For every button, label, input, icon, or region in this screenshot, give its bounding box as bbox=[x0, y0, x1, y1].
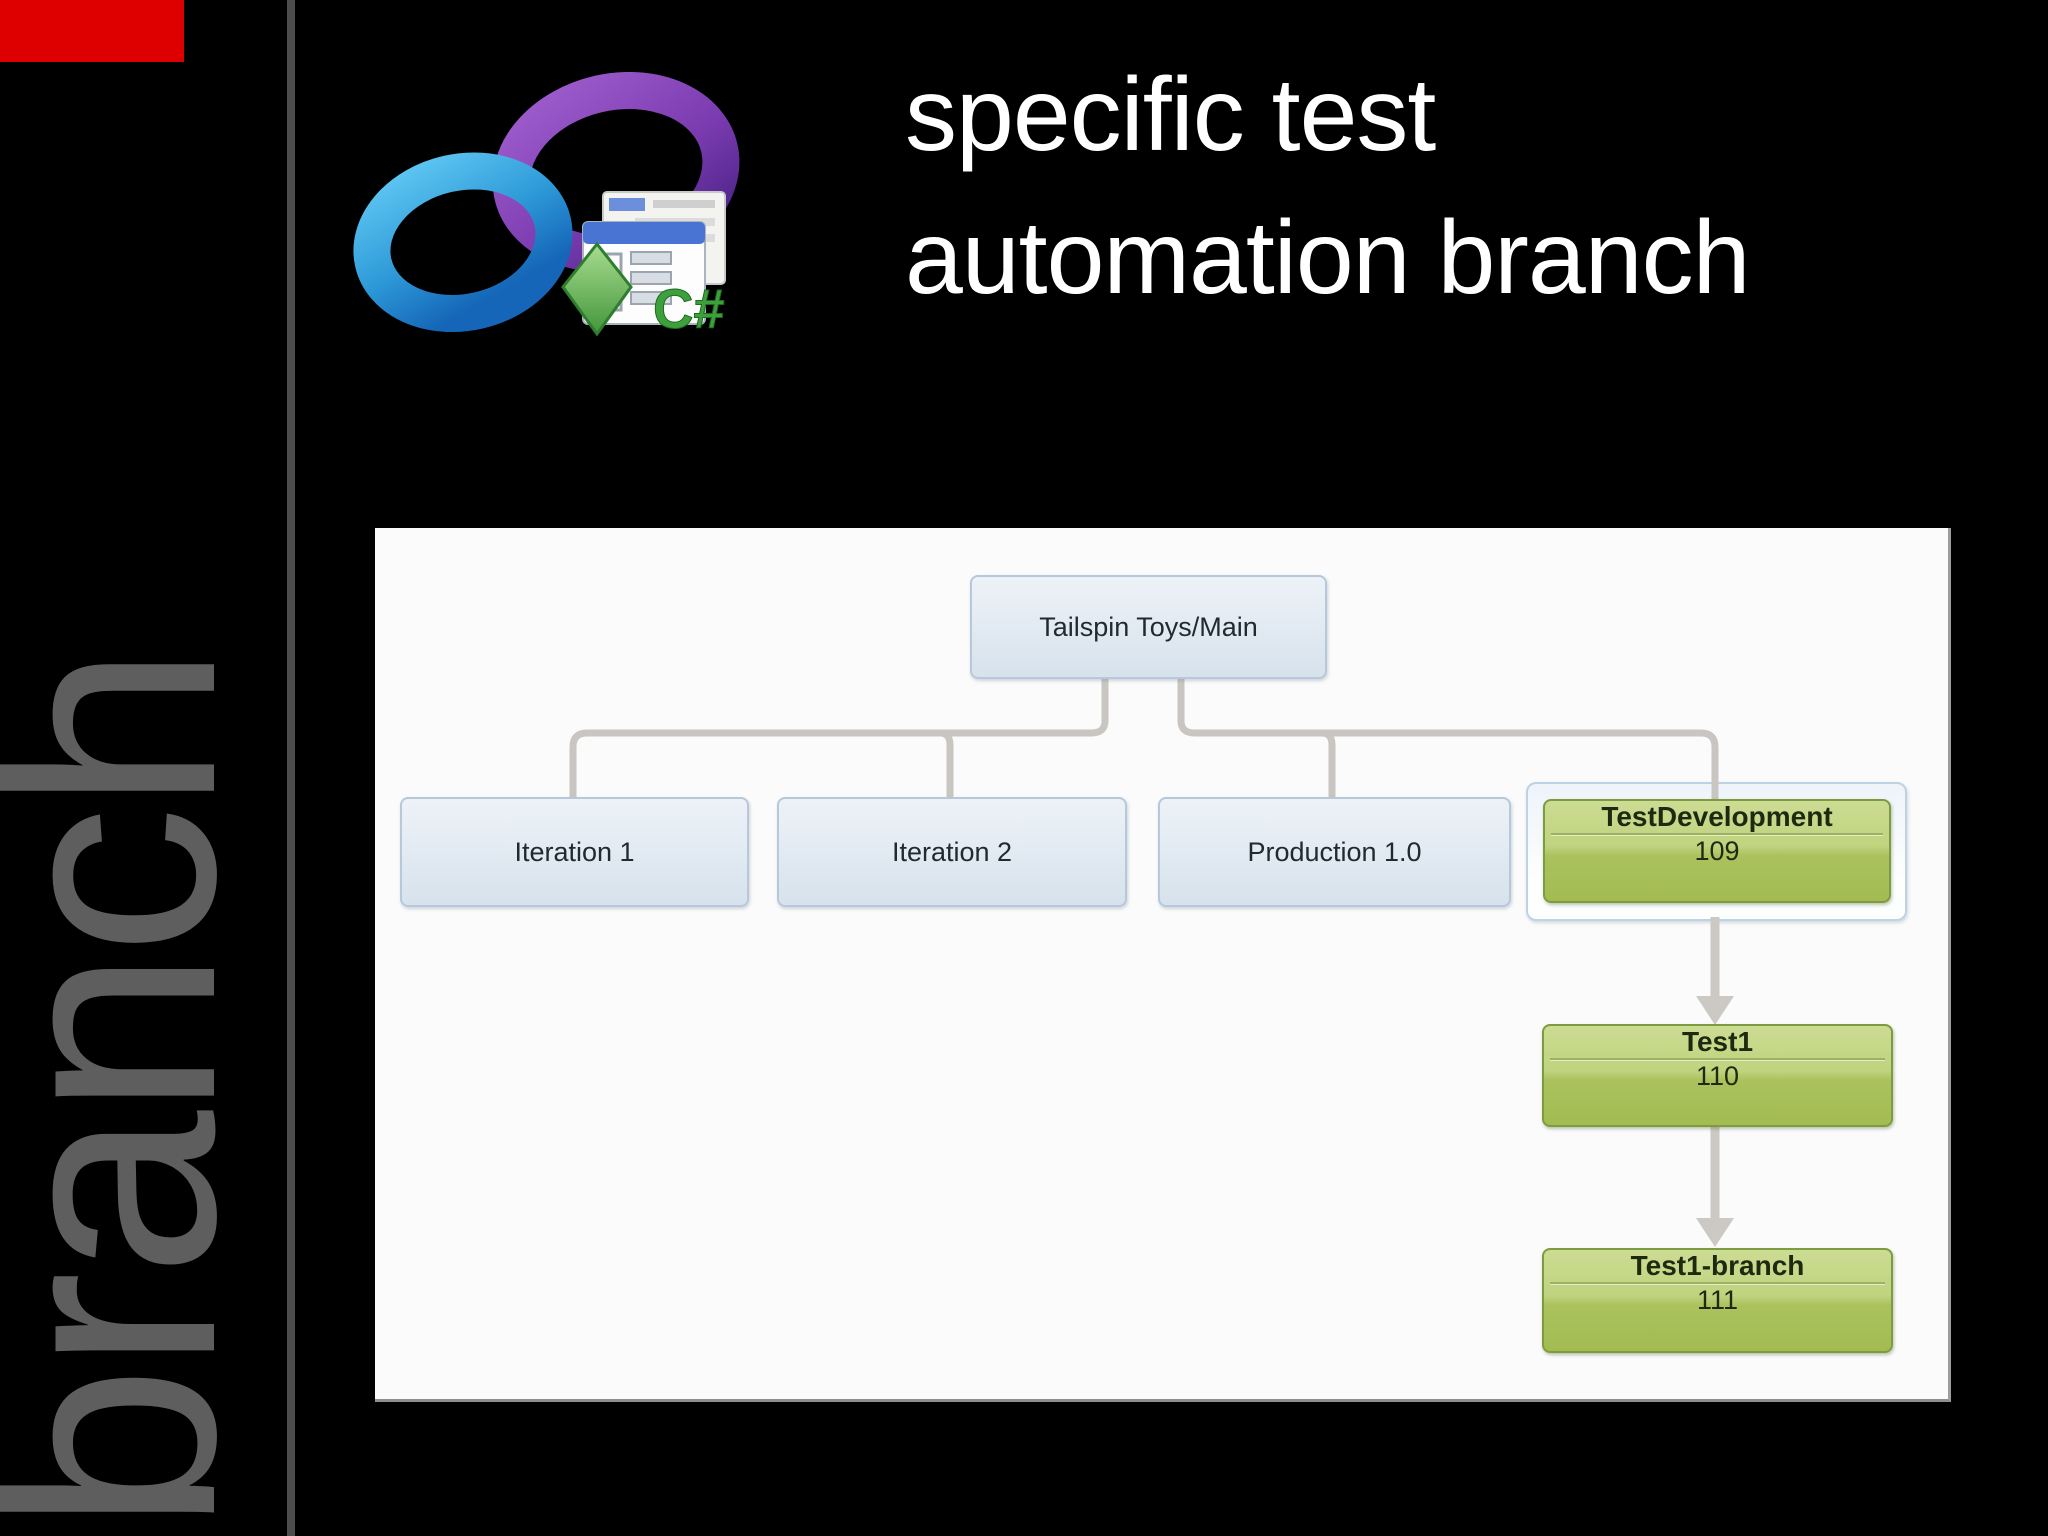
branch-node-root[interactable]: Tailspin Toys/Main bbox=[970, 575, 1327, 679]
visual-studio-infinity-icon: C# bbox=[353, 71, 740, 341]
branch-node-iteration-1[interactable]: Iteration 1 bbox=[400, 797, 749, 907]
red-corner-flag bbox=[0, 0, 184, 62]
arrowhead-to-test1 bbox=[1696, 996, 1734, 1025]
changeset-number: 110 bbox=[1695, 1061, 1740, 1091]
changeset-number: 109 bbox=[1694, 836, 1740, 866]
branch-node-test1-branch[interactable]: Test1-branch 111 bbox=[1542, 1248, 1893, 1353]
slide-title: specific test automation branch bbox=[905, 44, 1750, 330]
side-label-branch: branch bbox=[0, 650, 278, 1532]
arrowhead-to-test1-branch bbox=[1696, 1218, 1734, 1247]
branch-hierarchy-panel: Tailspin Toys/Main Iteration 1 Iteration… bbox=[375, 528, 1951, 1402]
branch-node-label: Test1 bbox=[1681, 1026, 1754, 1057]
branch-node-testdevelopment[interactable]: TestDevelopment 109 bbox=[1543, 799, 1891, 903]
branch-node-label: TestDevelopment bbox=[1601, 801, 1833, 832]
green-diamond-icon bbox=[561, 241, 633, 337]
branch-node-test1[interactable]: Test1 110 bbox=[1542, 1024, 1893, 1127]
vertical-divider-rule bbox=[287, 0, 295, 1536]
branch-node-label: Iteration 1 bbox=[514, 836, 635, 867]
slide-title-line1: specific test bbox=[905, 57, 1436, 173]
node-separator bbox=[1550, 1058, 1885, 1061]
changeset-number: 111 bbox=[1696, 1285, 1739, 1315]
branch-node-production-1-0[interactable]: Production 1.0 bbox=[1158, 797, 1511, 907]
visual-studio-logo: C# bbox=[335, 71, 745, 342]
node-separator bbox=[1550, 1282, 1885, 1285]
branch-connectors bbox=[569, 675, 1734, 1247]
node-separator bbox=[1551, 833, 1883, 836]
slide-title-line2: automation branch bbox=[905, 200, 1750, 316]
branch-node-iteration-2[interactable]: Iteration 2 bbox=[777, 797, 1127, 907]
branch-node-label: Test1-branch bbox=[1630, 1250, 1805, 1281]
branch-node-label: Tailspin Toys/Main bbox=[1039, 611, 1258, 642]
branch-node-label: Production 1.0 bbox=[1247, 836, 1422, 867]
branch-node-label: Iteration 2 bbox=[891, 836, 1013, 867]
csharp-label: C# bbox=[653, 277, 725, 340]
